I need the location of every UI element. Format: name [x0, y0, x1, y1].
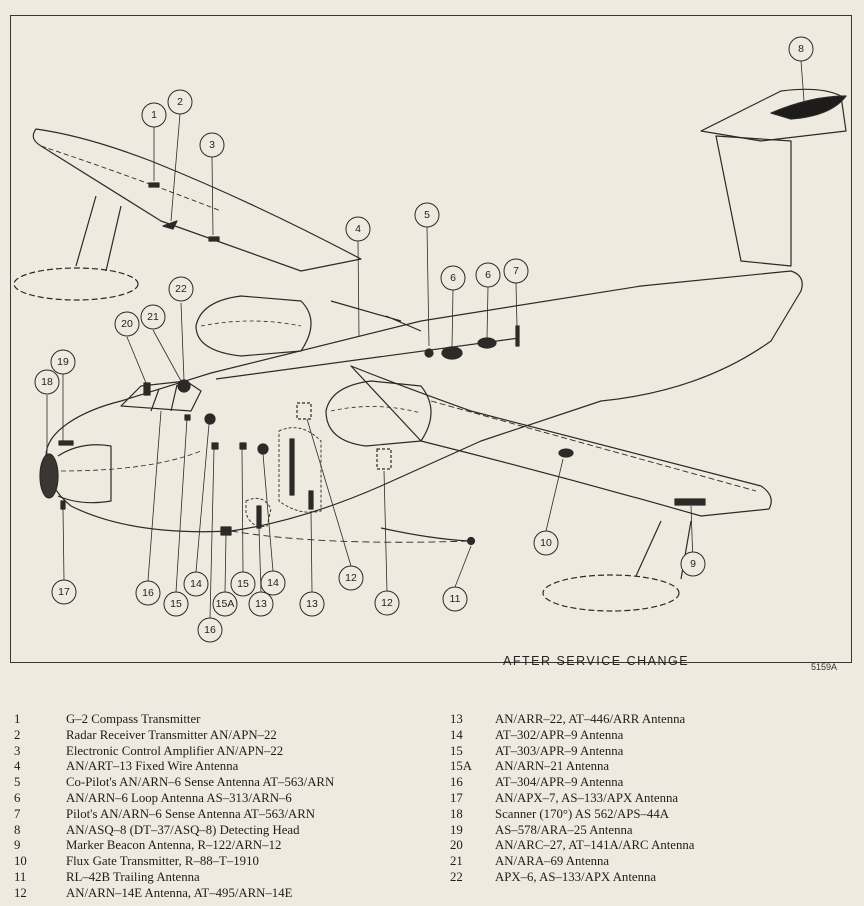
legend-number: 14: [450, 727, 463, 742]
legend-item: 22 APX–6, AS–133/APX Antenna: [450, 870, 694, 886]
legend-left-column: 1 G–2 Compass Transmitter 2 Radar Receiver…: [14, 712, 334, 902]
legend-text: G–2 Compass Transmitter: [66, 712, 201, 726]
legend-item: 7 Pilot's AN/ARN–6 Sense Antenna AT–563/A…: [14, 807, 334, 823]
legend-number: 4: [14, 759, 21, 774]
legend-right-column: 13 AN/ARR–22, AT–446/ARR Antenna 14 AT–302…: [450, 712, 694, 886]
legend-number: 18: [450, 806, 463, 821]
left-float-strut: [75, 195, 122, 272]
legend-number: 15A: [450, 759, 473, 774]
legend-number: 17: [450, 790, 463, 805]
legend-number: 19: [450, 822, 463, 837]
legend-number: 15: [450, 743, 463, 758]
legend-text: Pilot's AN/ARN–6 Sense Antenna AT–563/AR…: [66, 806, 316, 821]
legend-number: 12: [14, 885, 27, 900]
legend-text: AT–303/APR–9 Antenna: [495, 743, 624, 758]
legend-item: 15 AT–303/APR–9 Antenna: [450, 744, 694, 760]
figure-caption: AFTER SERVICE CHANGE: [503, 654, 690, 668]
legend-number: 3: [14, 743, 21, 758]
legend-number: 22: [450, 869, 463, 884]
legend-item: 15A AN/ARN–21 Antenna: [450, 759, 694, 775]
legend-item: 5 Co-Pilot's AN/ARN–6 Sense Antenna AT–56…: [14, 775, 334, 791]
legend-text: Co-Pilot's AN/ARN–6 Sense Antenna AT–563…: [66, 775, 335, 790]
legend-text: Flux Gate Transmitter, R–88–T–1910: [66, 854, 259, 869]
drawing-number: 5159A: [811, 662, 838, 672]
legend-text: AN/ARN–14E Antenna, AT–495/ARN–14E: [66, 885, 293, 900]
legend-text: Radar Receiver Transmitter AN/APN–22: [66, 727, 277, 742]
legend-item: 12 AN/ARN–14E Antenna, AT–495/ARN–14E: [14, 886, 334, 902]
legend-item: 10 Flux Gate Transmitter, R–88–T–1910: [14, 854, 334, 870]
right-wing-float: [542, 574, 680, 612]
fixed-wire-antenna: [215, 337, 520, 380]
legend-text: AN/ARC–27, AT–141A/ARC Antenna: [495, 838, 695, 853]
legend-text: AN/APX–7, AS–133/APX Antenna: [495, 790, 679, 805]
legend-number: 10: [14, 854, 27, 869]
legend-item: 16 AT–304/APR–9 Antenna: [450, 775, 694, 791]
horizontal-stabilizer: [700, 88, 847, 142]
legend-text: AN/ARA–69 Antenna: [495, 854, 610, 869]
legend-text: Marker Beacon Antenna, R–122/ARN–12: [66, 838, 282, 853]
aircraft-antenna-diagram: 1 2 3 4 5 6 6 7 8 9 10 11 12 12 13 13 14…: [10, 15, 852, 672]
legend-text: AN/ARR–22, AT–446/ARR Antenna: [495, 712, 686, 726]
legend-item: 18 Scanner (170°) AS 562/APS–44A: [450, 807, 694, 823]
legend-number: 7: [14, 806, 21, 821]
legend-number: 13: [450, 712, 463, 726]
legend-item: 13 AN/ARR–22, AT–446/ARR Antenna: [450, 712, 694, 728]
legend-text: RL–42B Trailing Antenna: [66, 869, 200, 884]
legend-number: 2: [14, 727, 21, 742]
right-wing: [350, 365, 772, 517]
legend-number: 6: [14, 790, 21, 805]
legend-item: 8 AN/ASQ–8 (DT–37/ASQ–8) Detecting Head: [14, 823, 334, 839]
left-wing-float: [13, 267, 139, 301]
left-wing: [32, 128, 362, 272]
legend-item: 11 RL–42B Trailing Antenna: [14, 870, 334, 886]
left-engine: [195, 295, 312, 357]
legend-text: AT–302/APR–9 Antenna: [495, 727, 624, 742]
legend-text: AN/ARN–21 Antenna: [495, 759, 610, 774]
legend-number: 11: [14, 869, 27, 884]
legend-item: 2 Radar Receiver Transmitter AN/APN–22: [14, 728, 334, 744]
legend-item: 3 Electronic Control Amplifier AN/APN–22: [14, 744, 334, 760]
nose-radome: [39, 453, 59, 499]
legend-item: 1 G–2 Compass Transmitter: [14, 712, 334, 728]
legend-item: 4 AN/ART–13 Fixed Wire Antenna: [14, 759, 334, 775]
detecting-head-boom: [770, 95, 847, 120]
legend-text: Scanner (170°) AS 562/APS–44A: [495, 806, 669, 821]
legend-text: AS–578/ARA–25 Antenna: [495, 822, 633, 837]
legend-item: 19 AS–578/ARA–25 Antenna: [450, 823, 694, 839]
legend-number: 5: [14, 775, 21, 790]
right-engine: [325, 380, 432, 447]
legend-item: 20 AN/ARC–27, AT–141A/ARC Antenna: [450, 838, 694, 854]
legend-item: 14 AT–302/APR–9 Antenna: [450, 728, 694, 744]
legend-text: AT–304/APR–9 Antenna: [495, 775, 624, 790]
trailing-antenna-wire: [380, 527, 470, 542]
cockpit-canopy: [120, 380, 202, 412]
legend-item: 9 Marker Beacon Antenna, R–122/ARN–12: [14, 838, 334, 854]
legend-number: 9: [14, 838, 21, 853]
legend-number: 1: [14, 712, 21, 726]
legend-text: AN/ART–13 Fixed Wire Antenna: [66, 759, 239, 774]
callout-circles: [34, 36, 814, 643]
legend-text: AN/ARN–6 Loop Antenna AS–313/ARN–6: [66, 790, 292, 805]
legend-number: 20: [450, 838, 463, 853]
legend-number: 21: [450, 854, 463, 869]
aircraft-drawing: [13, 36, 847, 643]
legend-text: APX–6, AS–133/APX Antenna: [495, 869, 657, 884]
legend-item: 21 AN/ARA–69 Antenna: [450, 854, 694, 870]
legend-text: Electronic Control Amplifier AN/APN–22: [66, 743, 284, 758]
legend-number: 16: [450, 775, 463, 790]
legend-number: 8: [14, 822, 21, 837]
vertical-tail: [715, 135, 792, 267]
legend-item: 6 AN/ARN–6 Loop Antenna AS–313/ARN–6: [14, 791, 334, 807]
legend-text: AN/ASQ–8 (DT–37/ASQ–8) Detecting Head: [66, 822, 300, 837]
legend-item: 17 AN/APX–7, AS–133/APX Antenna: [450, 791, 694, 807]
fuselage: [45, 270, 803, 533]
